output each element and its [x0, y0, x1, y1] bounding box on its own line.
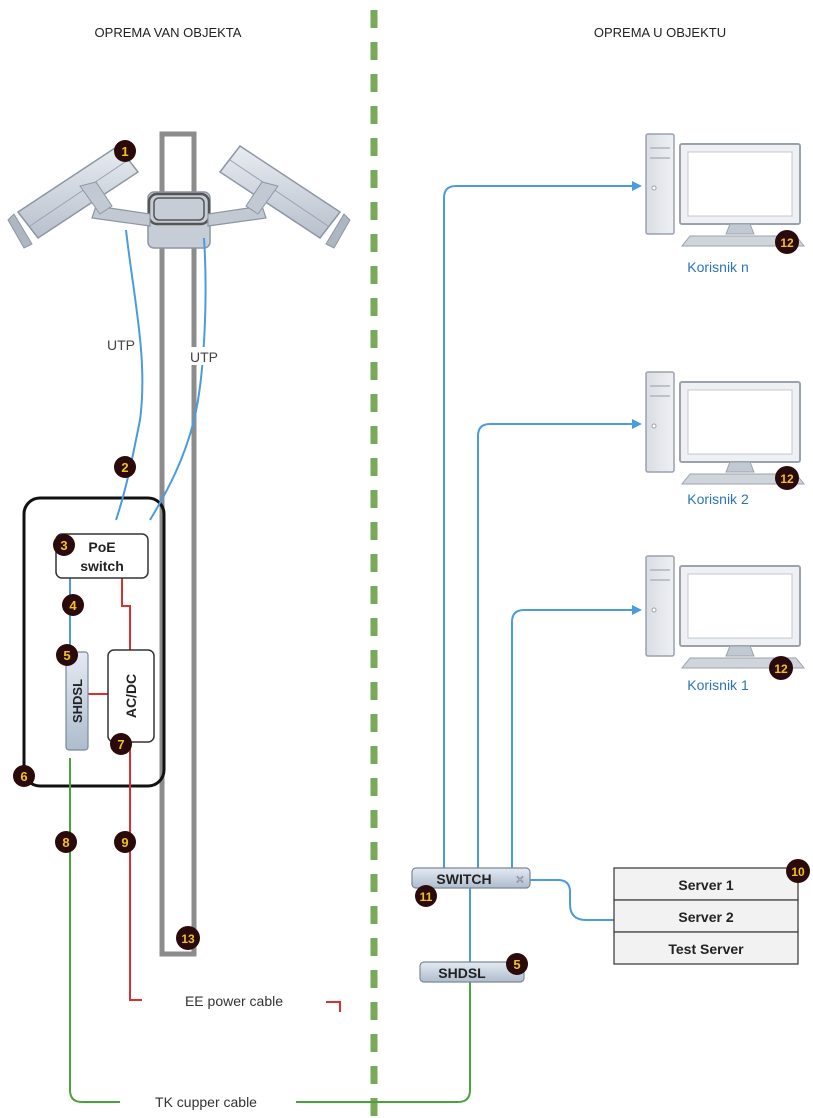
user-1-label: Korisnik 1 [687, 677, 749, 693]
svg-text:9: 9 [121, 835, 128, 850]
camera-mount [91, 191, 267, 249]
svg-text:12: 12 [774, 662, 788, 676]
link-to-user-2 [477, 419, 642, 870]
user-2-label: Korisnik 2 [687, 491, 749, 507]
camera-left-icon [7, 144, 140, 249]
svg-text:1: 1 [121, 144, 128, 159]
tk-copper-cable [69, 758, 120, 1103]
badge-poe-switch: 3 [53, 534, 75, 556]
pole [159, 131, 197, 957]
indoor-switch [411, 867, 531, 889]
link-to-user-n [443, 181, 642, 870]
svg-text:13: 13 [181, 932, 195, 946]
svg-text:10: 10 [791, 865, 805, 879]
server-row [613, 931, 799, 965]
poe-switch-label-line2: switch [80, 558, 124, 574]
svg-text:8: 8 [62, 835, 69, 850]
poe-switch [55, 533, 149, 579]
badge-acdc: 7 [110, 733, 132, 755]
badge-shdsl-outdoor: 5 [56, 644, 78, 666]
acdc-label: AC/DC [123, 674, 139, 718]
ee-power-cable-end [326, 1001, 341, 1012]
svg-text:5: 5 [63, 648, 70, 663]
svg-text:12: 12 [780, 472, 794, 486]
indoor-switch-label: SWITCH [436, 871, 491, 887]
badge-copper-cable: 8 [55, 831, 77, 853]
link-to-user-1 [511, 605, 642, 870]
link-to-servers [530, 879, 614, 921]
badge-user-n: 12 [775, 230, 799, 254]
server-2-label: Server 2 [678, 909, 733, 925]
computer-user-2-icon [645, 371, 806, 485]
badge-pole: 13 [176, 926, 200, 950]
ee-power-cable-label: EE power cable [185, 993, 283, 1009]
svg-text:11: 11 [420, 890, 433, 904]
utp-cable-right [149, 237, 207, 521]
left-section-title: OPREMA VAN OBJEKTA [95, 25, 242, 40]
power-wire-poe [121, 578, 131, 650]
badge-shdsl-indoor: 5 [506, 953, 528, 975]
badge-power-cable: 9 [114, 831, 136, 853]
utp-cable-left [115, 229, 144, 521]
ee-power-cable [129, 742, 142, 1001]
server-1-label: Server 1 [678, 877, 733, 893]
svg-text:2: 2 [121, 460, 128, 475]
badge-servers: 10 [786, 859, 810, 883]
badge-camera: 1 [114, 140, 136, 162]
tk-copper-cable-end [296, 934, 471, 1103]
server-row [613, 867, 799, 901]
svg-text:3: 3 [60, 538, 67, 553]
poe-switch-label-line1: PoE [88, 539, 115, 555]
test-server-label: Test Server [668, 941, 744, 957]
switch-cross-icon: × [516, 871, 524, 887]
computer-user-n-icon [645, 133, 806, 247]
tk-copper-cable-label: TK cupper cable [155, 1094, 257, 1110]
svg-text:4: 4 [69, 598, 77, 613]
badge-poe-shdsl-link: 4 [62, 594, 84, 616]
badge-user-1: 12 [769, 656, 793, 680]
svg-text:12: 12 [780, 236, 794, 250]
badge-user-2: 12 [775, 466, 799, 490]
servers-table: Server 1 Server 2 Test Server [613, 867, 799, 965]
user-n-label: Korisnik n [687, 259, 748, 275]
computer-user-1-icon [645, 555, 806, 669]
camera-right-icon [218, 144, 351, 249]
server-row [613, 899, 799, 933]
badge-utp: 2 [114, 456, 136, 478]
utp-label-right: UTP [190, 349, 218, 365]
right-section-title: OPREMA U OBJEKTU [594, 25, 726, 40]
svg-text:7: 7 [117, 737, 124, 752]
shdsl-indoor-label: SHDSL [438, 965, 486, 981]
svg-text:5: 5 [513, 957, 520, 972]
badge-indoor-switch: 11 [415, 885, 437, 907]
street-cabinet [22, 496, 166, 788]
shdsl-outdoor-label: SHDSL [70, 679, 85, 723]
utp-label-left: UTP [107, 337, 135, 353]
svg-text:6: 6 [20, 769, 27, 784]
badge-cabinet: 6 [13, 765, 35, 787]
